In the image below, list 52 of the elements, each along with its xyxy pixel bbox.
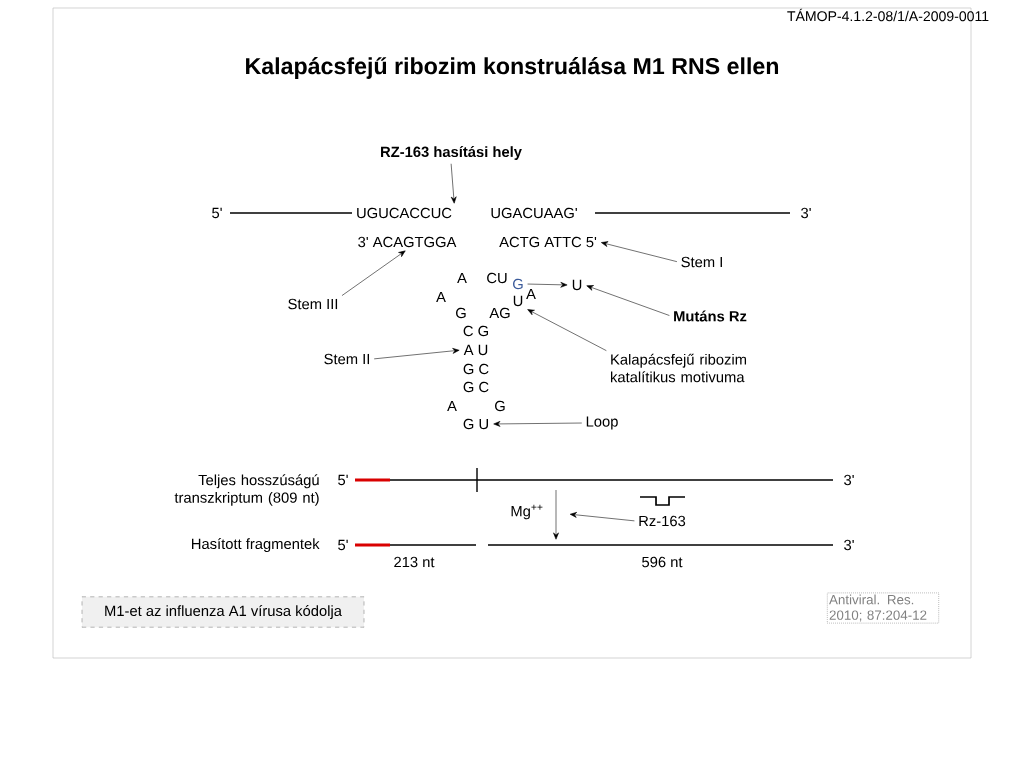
end-label: 3' <box>801 207 811 219</box>
arrow <box>527 281 568 288</box>
sequence-text: UGUCACCUC <box>357 207 452 219</box>
motif-label: Kalapácsfejű ribozim katalítikus motivuma <box>611 353 746 383</box>
arrow <box>569 512 635 522</box>
nucleotide: AG <box>489 307 510 319</box>
nucleotide: U <box>572 279 582 291</box>
length-label: 213 nt <box>394 556 435 568</box>
row-label: Teljes hosszúságú transzkriptum (809 nt) <box>174 474 319 506</box>
loop-label: Loop <box>586 416 618 430</box>
nucleotide: G <box>456 307 466 319</box>
end-label: 5' <box>338 539 348 551</box>
site-label: RZ-163 hasítási hely <box>381 146 522 160</box>
end-label: 3' <box>844 539 854 551</box>
base-pair: A U <box>463 344 488 356</box>
nucleotide: A <box>457 272 467 284</box>
stem-label: Stem II <box>324 353 369 365</box>
sequence-text: 3' ACAGTGGA <box>358 236 457 248</box>
nucleotide: CU <box>487 272 507 284</box>
citation-box: Antiviral. Res. 2010; 87:204-12 <box>827 592 939 624</box>
cofactor-label: Mg$^{++}$ <box>511 504 543 520</box>
base-pair: G C <box>463 381 489 393</box>
project-code: TÁMOP-4.1.2-08/1/A-2009-0011 <box>787 8 989 22</box>
stem-label: Stem I <box>681 256 722 268</box>
end-label: 5' <box>212 207 222 219</box>
nucleotide: U <box>513 295 523 307</box>
arrow <box>601 241 678 262</box>
base-pair: G C <box>463 363 489 375</box>
end-label: 3' <box>844 474 854 486</box>
title: Kalapácsfejű ribozim konstruálása M1 RNS ellen <box>246 57 779 79</box>
nucleotide: G <box>513 278 523 290</box>
sequence-text: UGACUAAG' <box>491 207 577 219</box>
arrow <box>373 348 460 360</box>
length-label: 596 nt <box>642 556 683 568</box>
end-label: 5' <box>338 474 348 486</box>
ribozyme-label: Rz-163 <box>639 515 686 527</box>
nucleotide: A <box>436 291 446 303</box>
note-box: M1-et az influenza A1 vírusa kódolja <box>81 596 365 628</box>
row-label: Hasított fragmentek <box>192 538 320 552</box>
base-pair: C G <box>463 325 488 337</box>
sequence-text: ACTG ATTC 5' <box>499 236 597 248</box>
arrow <box>493 421 583 427</box>
arrow <box>450 163 457 204</box>
nucleotide: A <box>526 288 536 300</box>
arrow <box>341 250 406 296</box>
mutant-label: Mutáns Rz <box>674 310 747 322</box>
nucleotide: G <box>495 400 505 412</box>
stem-label: Stem III <box>288 298 338 310</box>
arrow <box>586 285 670 316</box>
nucleotide: A <box>447 400 457 412</box>
arrow <box>527 309 607 351</box>
nucleotide: G U <box>463 418 488 430</box>
